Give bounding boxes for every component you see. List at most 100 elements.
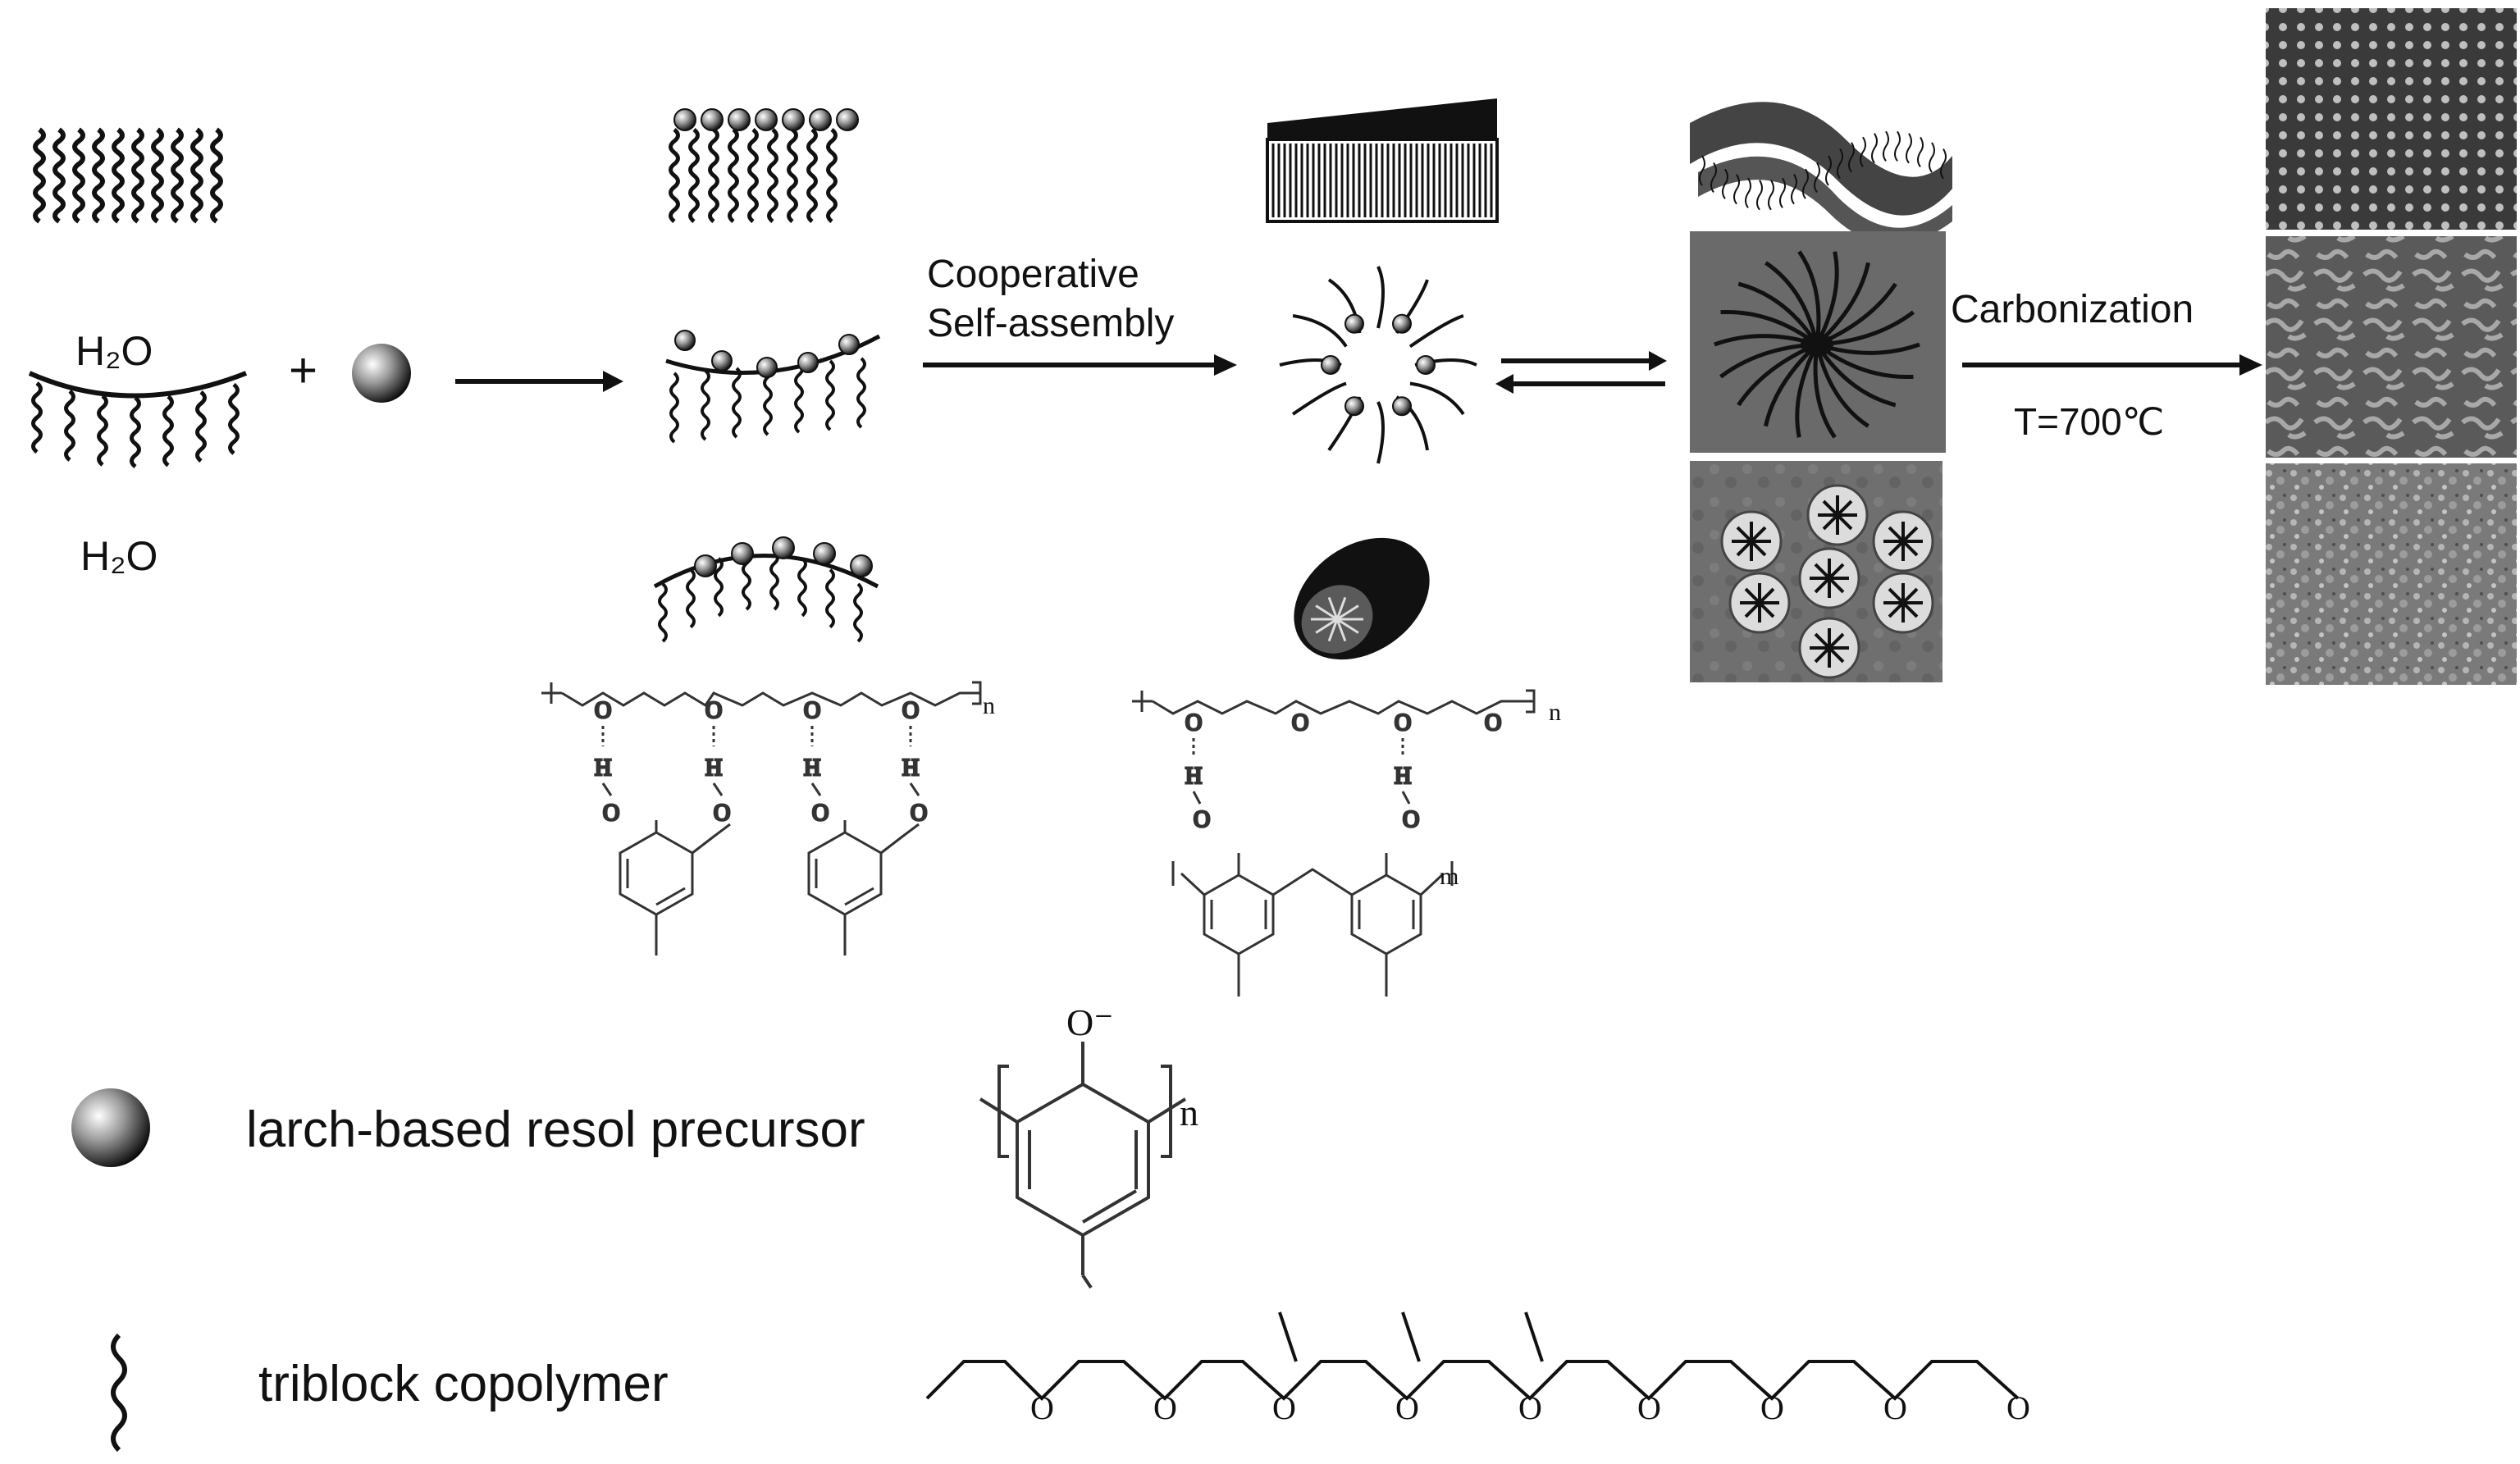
cylinder-ray xyxy=(1336,618,1359,634)
micelle-unit xyxy=(1728,572,1791,634)
surfactant-tail xyxy=(826,128,838,223)
micelle-unit xyxy=(1872,510,1934,572)
cylinder-ray xyxy=(1315,618,1338,634)
bilayer-tail xyxy=(1733,174,1740,205)
bracket xyxy=(1526,689,1536,714)
surfactant-tails-curved xyxy=(31,381,240,468)
surfactant-tail xyxy=(825,359,835,431)
oxygen-atom: O xyxy=(804,698,820,723)
micelle-tail xyxy=(1291,381,1347,416)
oxygen-atom: O xyxy=(1194,807,1210,832)
cylindrical-micelle xyxy=(1294,537,1430,660)
hbond2-subscript-m: m xyxy=(1440,863,1459,890)
resol-sphere xyxy=(1392,396,1412,417)
benzene-ring xyxy=(807,831,883,916)
surfactant-with-resol-curved xyxy=(665,330,881,444)
surfactant-tail xyxy=(151,127,164,224)
arrow-mixing xyxy=(455,371,623,392)
bond xyxy=(1401,791,1411,805)
step-label-cooperative: Cooperative xyxy=(927,253,1139,296)
ch2-bond xyxy=(692,823,731,855)
hbond2-subscript-n: n xyxy=(1549,699,1561,726)
surfactant-tail xyxy=(131,127,144,224)
hydrogen-atom: H xyxy=(705,755,722,781)
hexagonal-micelle-array-image xyxy=(1690,461,1942,682)
surfactant-tail xyxy=(767,128,778,223)
surfactant-tail xyxy=(769,550,779,611)
bracket xyxy=(1171,861,1206,896)
oxygen-atom: O xyxy=(1485,710,1501,736)
oxygen-atom: O xyxy=(812,800,829,826)
surfactant-tail xyxy=(195,390,207,463)
resol-sphere xyxy=(1392,313,1412,334)
micelle-tail xyxy=(1376,401,1385,464)
oxygen-atom: O xyxy=(911,800,927,826)
surfactant-tail xyxy=(228,382,240,455)
cylinder-ray xyxy=(1335,618,1347,642)
arrow-self-assembly xyxy=(923,354,1237,376)
bilayer-tail xyxy=(1837,148,1843,180)
resol-sphere xyxy=(711,350,733,372)
ch2-bond xyxy=(880,823,920,855)
methyl-branch xyxy=(1524,1311,1544,1362)
oxygen-atom: O xyxy=(1030,1389,1054,1426)
legend-copolymer-icon xyxy=(111,1333,127,1453)
benzene-ring xyxy=(1350,873,1422,955)
surfactant-tail xyxy=(130,396,141,468)
cylinder-ray xyxy=(1336,604,1359,621)
surfactant-tail xyxy=(52,127,66,224)
bracket xyxy=(1419,861,1454,896)
bilayer-tail xyxy=(1768,180,1774,211)
bracket xyxy=(541,682,562,704)
surfactant-tail xyxy=(72,127,85,224)
bond xyxy=(1192,791,1202,805)
bilayer-tail xyxy=(1825,155,1832,186)
surfactant-tail xyxy=(658,582,668,643)
bilayer-tail xyxy=(1894,130,1901,162)
bilayer-tail xyxy=(1906,133,1912,164)
bilayer-tail xyxy=(1917,136,1924,167)
oxygen-atom: O xyxy=(1185,710,1202,736)
resol-sphere xyxy=(813,542,836,565)
surfactant-with-resol-arc xyxy=(653,536,879,643)
cylinder-ray xyxy=(1335,596,1347,620)
oxygen-atom: O xyxy=(1403,807,1419,832)
oxygen-atom: O xyxy=(603,800,619,826)
curved-bilayer-image xyxy=(1690,102,1952,244)
surfactant-tail xyxy=(787,128,798,223)
phenolic-repeat-unit xyxy=(979,1042,1187,1289)
surfactant-tail xyxy=(806,128,818,223)
micelle-unit xyxy=(1798,617,1860,679)
oxygen-atom: O xyxy=(1292,710,1308,736)
surfactant-tail xyxy=(33,127,46,224)
micelle-cross-section-image xyxy=(1690,231,1946,453)
resol-sphere xyxy=(809,108,832,131)
double-bond xyxy=(844,887,874,906)
micelle-unit xyxy=(1806,484,1869,546)
oxygen-atom: O xyxy=(595,698,611,723)
hbond1-subscript-n: n xyxy=(983,692,995,719)
surfactant-tail xyxy=(190,127,203,224)
temperature-label: T=700℃ xyxy=(2014,400,2164,443)
benzene-ring xyxy=(619,831,694,916)
benzene-ring xyxy=(1203,873,1275,955)
step-label-carbonization: Carbonization xyxy=(1951,288,2194,331)
resol-sphere xyxy=(728,108,751,131)
oxygen-atom: O xyxy=(714,800,730,826)
phenolic-subscript-n: n xyxy=(1180,1092,1198,1133)
resol-sphere xyxy=(674,330,696,351)
legend-copolymer-label: triblock copolymer xyxy=(258,1356,669,1412)
resol-sphere xyxy=(1344,396,1364,417)
oxygen-atom: O xyxy=(2006,1389,2030,1426)
surfactant-tail xyxy=(686,568,696,629)
bilayer-tail xyxy=(1722,168,1728,199)
double-bond xyxy=(655,887,686,906)
micelle-tail xyxy=(1409,381,1465,416)
oxygen-atom: O xyxy=(1395,1389,1419,1426)
spherical-micelle xyxy=(1279,266,1477,464)
surfactant-tail xyxy=(669,128,680,223)
micelle-unit xyxy=(1872,572,1934,634)
oxygen-atom: O xyxy=(1760,1389,1784,1426)
tem-image-wormlike xyxy=(2266,236,2517,458)
